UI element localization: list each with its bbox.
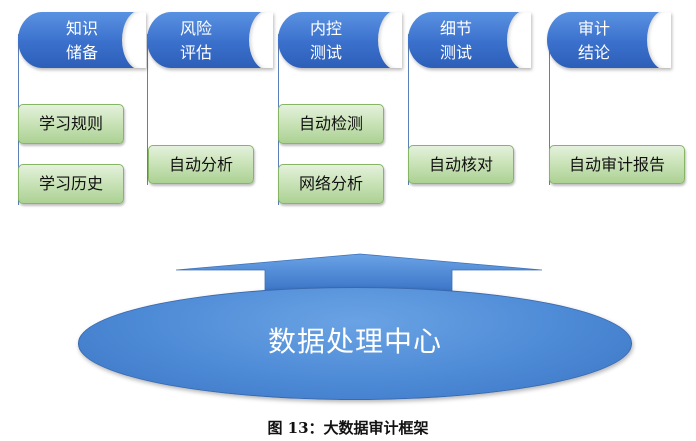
stage-item-box: 自动核对 [408,145,514,184]
stage-title-line2: 评估 [179,43,212,60]
stage-title-line2: 测试 [309,43,342,60]
stage-title-line2: 储备 [65,43,98,60]
stage-title: 审计 结论 [574,18,614,60]
stage-title-line1: 风险 [179,19,212,38]
stage-header-detail: 细节 测试 [408,12,531,68]
stage-connector-line [147,34,148,185]
stage-header-risk: 风险 评估 [147,12,273,68]
stage-item-box: 自动分析 [148,145,254,184]
tab-notch [378,12,402,68]
stage-header-knowledge: 知识 储备 [18,12,146,68]
stage-title: 细节 测试 [436,18,476,60]
stage-item-box: 自动审计报告 [549,145,685,184]
tab-notch [122,12,146,68]
data-processing-center: 数据处理中心 [78,287,632,400]
stage-header-conclusion: 审计 结论 [547,12,671,68]
stage-title: 知识 储备 [62,18,102,60]
stage-title-line2: 测试 [439,43,472,60]
stage-title-line1: 内控 [309,19,342,38]
stage-connector-line [549,34,550,185]
data-processing-center-label: 数据处理中心 [267,325,442,358]
stage-title-line1: 审计 [577,19,610,38]
stage-title: 风险 评估 [176,18,216,60]
figure-caption: 图 13：大数据审计框架 [267,419,429,437]
stage-connector-line [408,34,409,185]
stage-title-line1: 知识 [65,19,98,38]
stage-title-line1: 细节 [439,19,472,38]
tab-notch [249,12,273,68]
stage-title-line2: 结论 [577,43,610,60]
tab-notch [647,12,671,68]
stage-item-box: 学习历史 [18,164,124,204]
stage-title: 内控 测试 [306,18,346,60]
tab-notch [507,12,531,68]
stage-item-box: 网络分析 [278,164,384,204]
stage-header-internal-control: 内控 测试 [278,12,402,68]
stage-item-box: 学习规则 [18,104,124,144]
upward-arrow-shape [175,253,543,293]
stage-item-box: 自动检测 [278,104,384,144]
